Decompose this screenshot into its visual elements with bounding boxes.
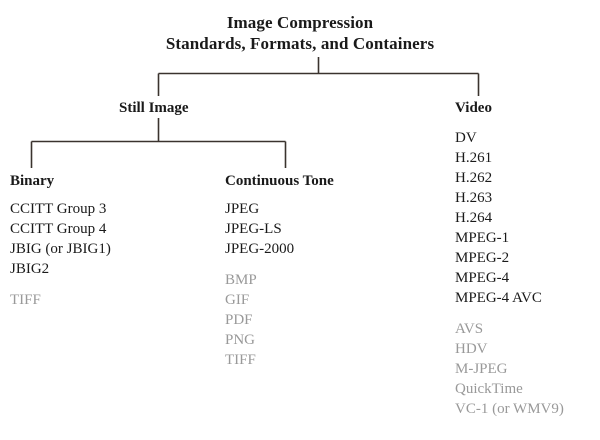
list-video-item-secondary: QuickTime <box>455 381 523 397</box>
list-continuous-tone-item-secondary: GIF <box>225 292 250 308</box>
branch-label-still-image: Still Image <box>119 100 189 116</box>
list-binary-item: JBIG2 <box>10 261 50 277</box>
branch-label-video: Video <box>455 100 492 116</box>
list-binary: CCITT Group 3 CCITT Group 4 JBIG (or JBIG1… <box>10 199 111 310</box>
list-continuous-tone-group-separator <box>225 259 294 270</box>
list-continuous-tone-item-secondary: BMP <box>225 272 257 288</box>
list-video-item: H.263 <box>455 190 493 206</box>
diagram-title-line-1: Image Compression <box>226 13 374 32</box>
list-video-group-separator <box>455 308 564 319</box>
list-video-item: MPEG-4 AVC <box>455 290 542 306</box>
list-video-item: DV <box>455 130 477 146</box>
list-video-item: MPEG-1 <box>455 230 510 246</box>
list-binary-item: CCITT Group 3 <box>10 201 107 217</box>
category-label-binary: Binary <box>10 173 55 189</box>
list-video-item-secondary: HDV <box>455 341 488 357</box>
list-video-item: MPEG-2 <box>455 250 510 266</box>
list-video-item-secondary: M-JPEG <box>455 361 508 377</box>
list-binary-item-secondary: TIFF <box>10 292 41 308</box>
diagram-title: Image Compression Standards, Formats, an… <box>0 12 600 54</box>
list-binary-group-separator <box>10 279 111 290</box>
diagram-title-line-2: Standards, Formats, and Containers <box>165 34 435 53</box>
list-continuous-tone-item: JPEG-2000 <box>225 241 295 257</box>
list-binary-item: CCITT Group 4 <box>10 221 107 237</box>
list-video-item-secondary: AVS <box>455 321 484 337</box>
list-video-item: H.264 <box>455 210 493 226</box>
category-label-continuous-tone: Continuous Tone <box>225 173 334 189</box>
list-continuous-tone-item-secondary: PNG <box>225 332 256 348</box>
list-continuous-tone-item: JPEG <box>225 201 260 217</box>
list-video-item: H.262 <box>455 170 493 186</box>
list-binary-item: JBIG (or JBIG1) <box>10 241 111 257</box>
list-video-item-secondary: VC-1 (or WMV9) <box>455 401 564 417</box>
list-video-item: MPEG-4 <box>455 270 510 286</box>
list-continuous-tone-item-secondary: TIFF <box>225 352 256 368</box>
list-video-item: H.261 <box>455 150 493 166</box>
list-continuous-tone-item: JPEG-LS <box>225 221 282 237</box>
list-continuous-tone-item-secondary: PDF <box>225 312 253 328</box>
